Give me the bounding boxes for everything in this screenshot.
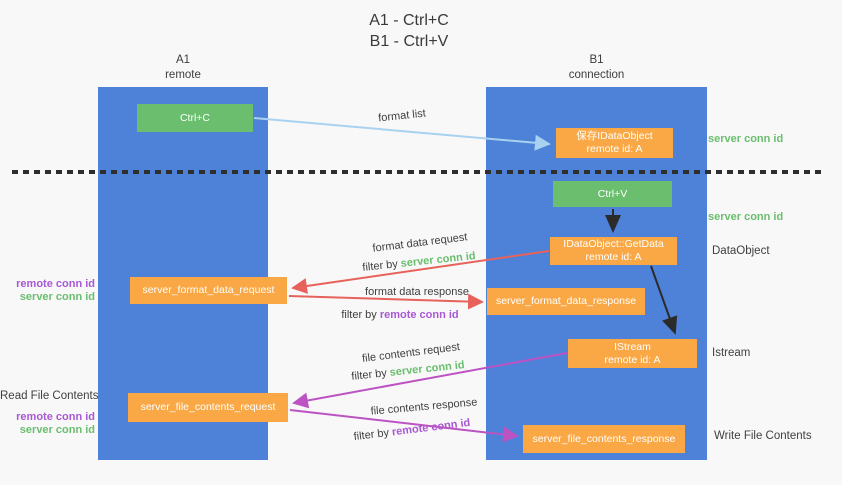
server-conn-id-label-top-left: server conn id [19,291,95,303]
getdata-line1: IDataObject::GetData [563,238,664,250]
filter-by-text: filter by [361,258,399,274]
server-conn-id-label-mid-right: server conn id [708,211,784,223]
column-a1-name: A1 [175,54,191,66]
ctrl-v-label: Ctrl+V [597,187,628,200]
save-idataobject-box: 保存IDataObject remote id: A [556,128,673,158]
server-file-contents-response-box: server_file_contents_response [523,425,685,453]
remote-conn-id-filter-text: remote conn id [391,416,471,439]
filter-by-text: filter by [350,367,388,383]
server-conn-id-label-top-right: server conn id [708,133,784,145]
column-header-a1: A1 remote [98,53,268,83]
server-file-contents-response-label: server_file_contents_response [532,432,676,445]
ctrl-c-box: Ctrl+C [137,104,253,132]
dataobject-label: DataObject [712,245,770,257]
diagram-title: A1 - Ctrl+C B1 - Ctrl+V [369,10,449,52]
dotted-separator-line [12,170,825,174]
server-conn-id-filter-text: server conn id [389,359,466,379]
column-a1-role: remote [165,69,201,81]
save-idataobject-line2: remote id: A [586,143,643,155]
istream-line1: IStream [614,340,651,353]
title-line-2: B1 - Ctrl+V [369,33,449,50]
remote-conn-id-label-bottom-left: remote conn id [16,411,95,423]
istream-line2: remote id: A [604,353,661,366]
server-format-data-response-label: server_format_data_response [495,295,637,307]
format-list-label: format list [377,107,427,125]
server-format-data-response-box: server_format_data_response [487,288,645,315]
remote-conn-id-label-top-left: remote conn id [16,278,95,290]
server-format-data-request-box: server_format_data_request [130,277,287,304]
save-idataobject-line1: 保存IDataObject [576,130,653,142]
column-b1-role: connection [568,69,625,81]
istream-side-label: Istream [712,347,751,359]
file-contents-response-label: file contents response [370,396,478,418]
ctrl-c-label: Ctrl+C [179,111,211,124]
server-file-contents-request-box: server_file_contents_request [128,393,288,422]
title-line-1: A1 - Ctrl+C [369,12,449,29]
server-file-contents-request-label: server_file_contents_request [140,401,276,413]
ctrl-v-box: Ctrl+V [553,181,672,207]
idataobject-getdata-box: IDataObject::GetData remote id: A [550,237,677,265]
read-file-contents-label: Read File Contents [0,390,99,402]
column-header-b1: B1 connection [486,53,707,83]
server-format-data-request-label: server_format_data_request [142,284,275,296]
filter-by-text: filter by [353,426,390,444]
column-b1-name: B1 [589,54,604,66]
write-file-contents-label: Write File Contents [714,430,812,442]
remote-conn-id-filter-text: remote conn id [379,309,459,321]
server-conn-id-filter-text: server conn id [400,250,477,270]
filter-by-text: filter by [341,309,377,321]
server-conn-id-label-bottom-left: server conn id [19,424,95,436]
istream-box: IStream remote id: A [568,339,697,368]
format-data-response-label: format data response [365,286,469,298]
getdata-line2: remote id: A [585,251,642,263]
